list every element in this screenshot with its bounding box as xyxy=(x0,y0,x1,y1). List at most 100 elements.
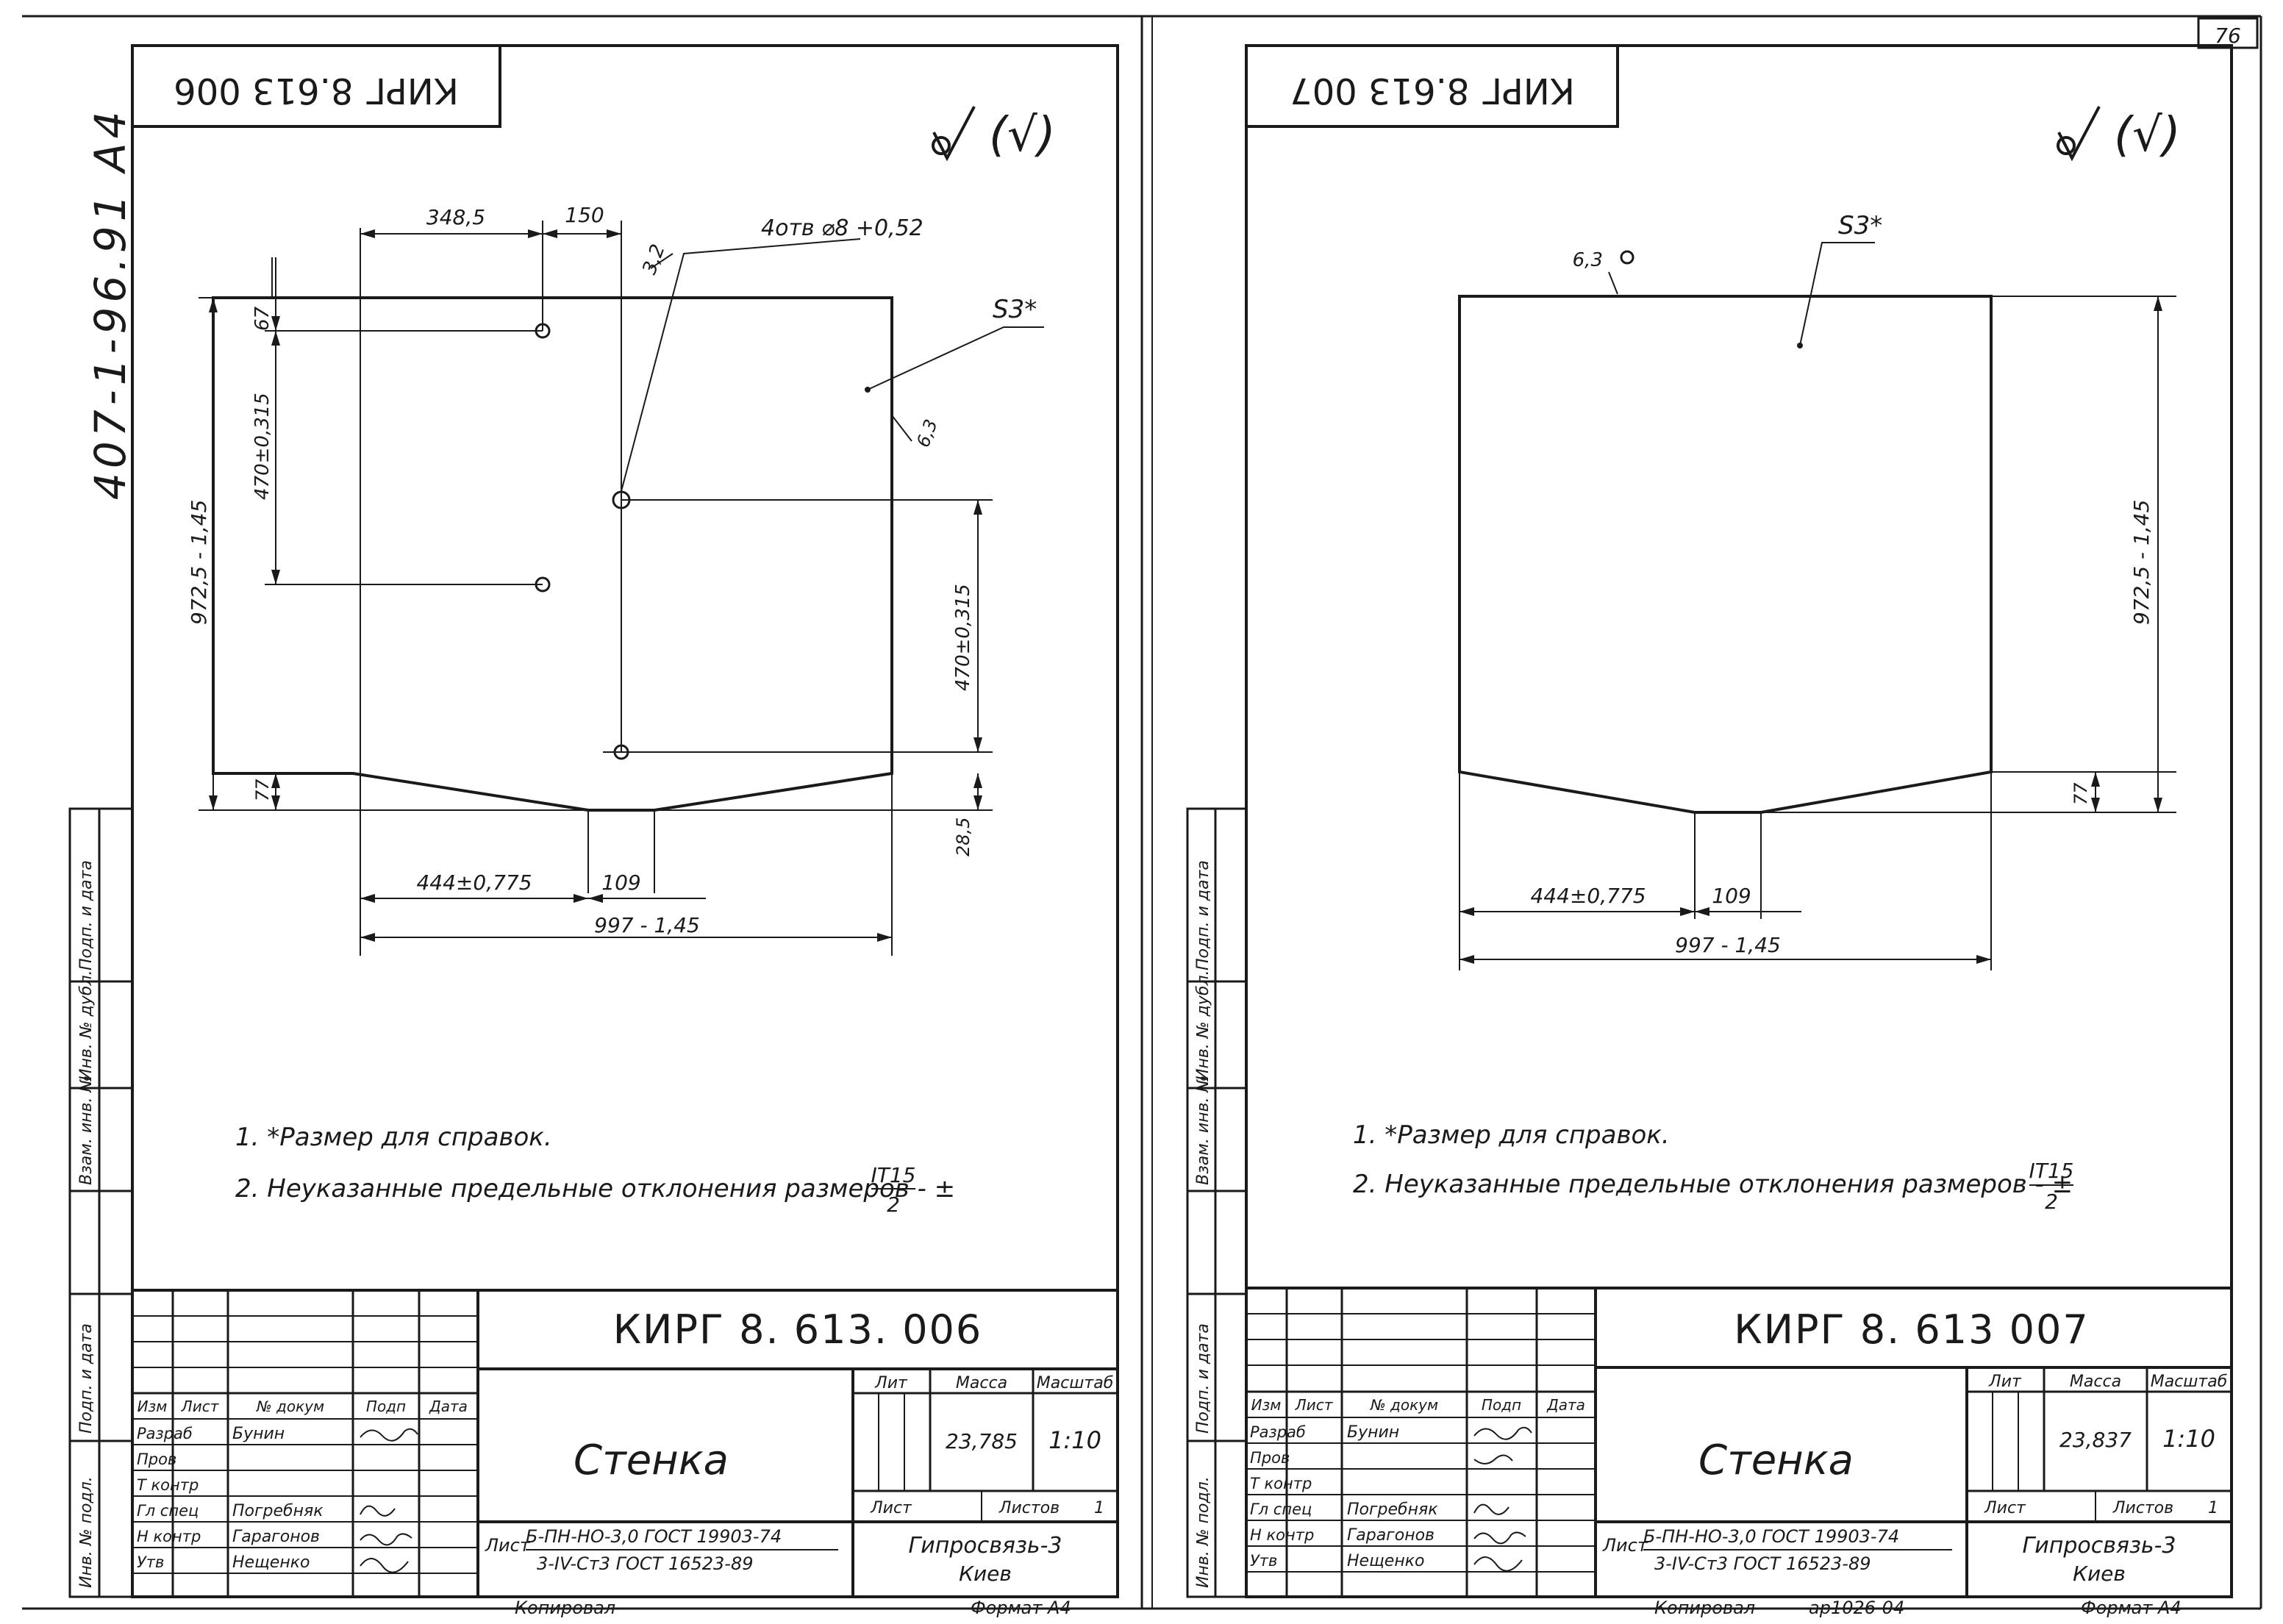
svg-text:1: 1 xyxy=(2208,1499,2218,1517)
svg-text:Киев: Киев xyxy=(2073,1562,2126,1586)
svg-text:Т контр: Т контр xyxy=(137,1476,199,1494)
dim-972-right: 972,5 - 1,45 xyxy=(2129,500,2154,625)
s3-label-right: S3* xyxy=(1838,211,1882,240)
page-number: 76 xyxy=(2215,24,2241,48)
svg-text:№ докум: № докум xyxy=(256,1398,324,1415)
svg-text:Утв: Утв xyxy=(1250,1552,1277,1570)
title-block-right: Изм Лист № докум Подп Дата Разраб Пров Т… xyxy=(1245,1287,2233,1598)
page-number-box: 76 xyxy=(2197,17,2259,49)
note-2: 2. Неуказанные предельные отклонения раз… xyxy=(235,1174,955,1203)
dim-444-right: 444±0,775 xyxy=(1530,884,1646,908)
svg-text:Лист: Лист xyxy=(485,1535,531,1556)
svg-text:Масса: Масса xyxy=(956,1374,1007,1392)
svg-text:Инв. № дубл.: Инв. № дубл. xyxy=(77,970,96,1081)
svg-text:Погребняк: Погребняк xyxy=(232,1502,324,1520)
roughness-symbol: (√) xyxy=(932,106,1056,162)
svg-text:ар1026-04: ар1026-04 xyxy=(1809,1598,1904,1618)
svg-text:Масштаб: Масштаб xyxy=(1037,1374,1114,1392)
svg-text:Подп. и дата: Подп. и дата xyxy=(77,860,96,970)
doc-code-right: КИРГ 8. 613 007 xyxy=(1734,1306,2089,1353)
svg-text:Гипросвязь-3: Гипросвязь-3 xyxy=(2023,1533,2176,1559)
page-border xyxy=(22,15,2262,1610)
svg-text:Изм: Изм xyxy=(137,1398,168,1415)
svg-text:Масса: Масса xyxy=(2070,1373,2121,1391)
svg-text:Инв. № дубл.: Инв. № дубл. xyxy=(1194,970,1212,1081)
title-block-left: Изм Лист № докум Подп Дата Разраб Пров Т… xyxy=(131,1289,1119,1598)
svg-text:Формат А4: Формат А4 xyxy=(2081,1598,2182,1618)
svg-text:Лит: Лит xyxy=(874,1374,908,1392)
svg-text:Копировал: Копировал xyxy=(1654,1598,1755,1618)
svg-text:Н контр: Н контр xyxy=(137,1528,201,1545)
svg-text:IT15: IT15 xyxy=(2029,1159,2074,1183)
svg-text:Бунин: Бунин xyxy=(232,1425,285,1443)
svg-text:Взам. инв. №: Взам. инв. № xyxy=(1194,1076,1212,1185)
dim-109: 109 xyxy=(601,870,640,895)
svg-text:Гарагонов: Гарагонов xyxy=(232,1528,320,1546)
part-outline-right xyxy=(1458,295,1993,814)
part-outline xyxy=(212,296,893,812)
svg-text:Разраб: Разраб xyxy=(1250,1423,1306,1441)
svg-text:Взам. инв. №: Взам. инв. № xyxy=(77,1076,96,1185)
svg-text:Изм: Изм xyxy=(1251,1396,1282,1414)
svg-text:Погребняк: Погребняк xyxy=(1347,1500,1438,1519)
svg-text:Лит: Лит xyxy=(1988,1373,2022,1391)
frame-right xyxy=(1245,44,2233,1598)
doc-code-left: КИРГ 8. 613. 006 xyxy=(613,1306,983,1353)
svg-text:Н контр: Н контр xyxy=(1250,1526,1314,1544)
svg-text:Киев: Киев xyxy=(959,1562,1012,1586)
holes xyxy=(535,323,631,760)
svg-text:Инв. № подл.: Инв. № подл. xyxy=(77,1476,96,1588)
dim-997: 997 - 1,45 xyxy=(594,913,700,937)
svg-text:Лист: Лист xyxy=(181,1398,220,1415)
svg-text:Б-ПН-НО-3,0 ГОСТ 19903-74: Б-ПН-НО-3,0 ГОСТ 19903-74 xyxy=(526,1526,782,1547)
svg-text:3-IV-Ст3 ГОСТ 16523-89: 3-IV-Ст3 ГОСТ 16523-89 xyxy=(1654,1553,1871,1574)
note-2-right: 2. Неуказанные предельные отклонения раз… xyxy=(1353,1170,2073,1199)
svg-text:Листов: Листов xyxy=(2112,1499,2173,1517)
part-name-left: Стенка xyxy=(574,1437,729,1484)
svg-text:Нещенко: Нещенко xyxy=(1347,1552,1424,1570)
svg-text:Гл спец: Гл спец xyxy=(1250,1500,1312,1518)
part-name-right: Стенка xyxy=(1698,1437,1854,1484)
svg-text:Т контр: Т контр xyxy=(1250,1475,1312,1492)
svg-text:Дата: Дата xyxy=(1546,1396,1585,1414)
dim-77-right: 77 xyxy=(2071,782,2091,805)
svg-text:№ докум: № докум xyxy=(1370,1396,1438,1414)
dim-470-left: 470±0,315 xyxy=(251,393,274,500)
note-2-numerator: IT15 xyxy=(871,1163,916,1187)
svg-text:Пров: Пров xyxy=(137,1450,176,1468)
dim-348: 348,5 xyxy=(426,205,485,229)
dim-150: 150 xyxy=(565,203,604,227)
svg-text:Инв. № подл.: Инв. № подл. xyxy=(1194,1476,1212,1588)
svg-text:Копировал: Копировал xyxy=(515,1598,615,1618)
mass-right: 23,837 xyxy=(2059,1428,2132,1452)
scale-left: 1:10 xyxy=(1048,1426,1101,1454)
svg-text:Гл спец: Гл спец xyxy=(137,1502,199,1520)
svg-text:Листов: Листов xyxy=(998,1499,1060,1517)
svg-text:Подп. и дата: Подп. и дата xyxy=(77,1323,96,1434)
roughness-32: 3,2 xyxy=(638,241,669,277)
svg-text:Масштаб: Масштаб xyxy=(2151,1373,2228,1391)
note-1: 1. *Размер для справок. xyxy=(235,1123,552,1152)
svg-text:Формат А4: Формат А4 xyxy=(971,1598,1071,1618)
note-1-right: 1. *Размер для справок. xyxy=(1353,1120,1670,1150)
scale-right: 1:10 xyxy=(2162,1425,2215,1453)
svg-text:Пров: Пров xyxy=(1250,1449,1290,1467)
side-code: 407-1-96.91 А4 xyxy=(85,107,135,500)
dim-997-right: 997 - 1,45 xyxy=(1675,933,1781,957)
roughness-63: 6,3 xyxy=(912,417,941,450)
svg-text:Лист: Лист xyxy=(1295,1396,1334,1414)
holes-note: 4отв ⌀8 +0,52 xyxy=(761,215,923,241)
mirrored-code: КИРГ 8.613 006 xyxy=(174,70,459,111)
s3-label: S3* xyxy=(993,295,1037,324)
mirrored-code: КИРГ 8.613 007 xyxy=(1290,70,1575,111)
svg-text:Гипросвязь-3: Гипросвязь-3 xyxy=(909,1533,1062,1559)
dim-77: 77 xyxy=(252,779,273,801)
mass-left: 23,785 xyxy=(946,1429,1018,1453)
svg-text:1: 1 xyxy=(1094,1499,1104,1517)
svg-text:Подп. и дата: Подп. и дата xyxy=(1194,1323,1212,1434)
svg-text:2: 2 xyxy=(2045,1190,2058,1214)
svg-text:3-IV-Ст3 ГОСТ 16523-89: 3-IV-Ст3 ГОСТ 16523-89 xyxy=(537,1553,754,1574)
roughness-63-right: 6,3 xyxy=(1573,249,1603,271)
svg-text:(√): (√) xyxy=(2114,108,2181,162)
side-strip-left: Подп. и дата Инв. № дубл. Взам. инв. № П… xyxy=(68,807,134,1598)
